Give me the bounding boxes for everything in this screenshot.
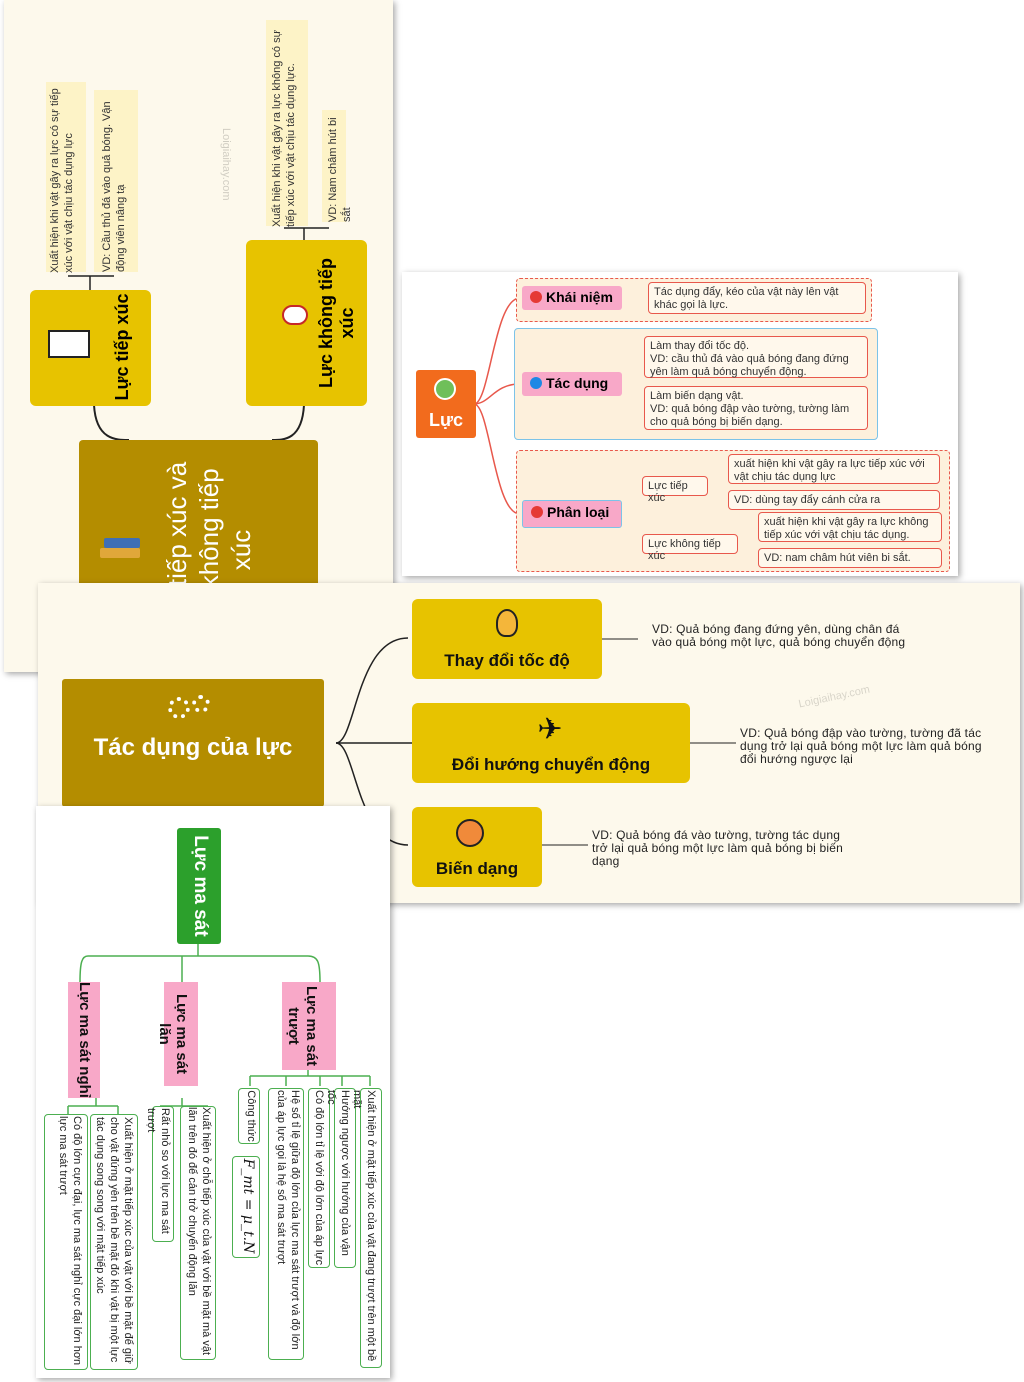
map2-root-label: Lực <box>428 410 464 430</box>
map4-truot-note3: Hướng ngược với hướng của vận tốc <box>325 1090 351 1256</box>
map4-truot-note3-bg <box>334 1088 356 1268</box>
map1-noncontact-label: Lực không tiếp xúc <box>316 257 357 389</box>
map1-contact-note2: VD: Cầu thủ đá vào quả bóng. Vận động vi… <box>101 101 127 272</box>
map-luc-ma-sat: Lực ma sát Lực ma sát nghỉ Lực ma sát lă… <box>36 806 390 1378</box>
map4-formula-label: Công thức <box>245 1090 257 1142</box>
map2-phan-loai-text: Phân loại <box>547 504 610 520</box>
map2-khai-niem-label: Khái niệm <box>522 286 622 310</box>
map2-noncontact-note1: xuất hiện khi vật gây ra lực không tiếp … <box>758 512 942 542</box>
chart-icon <box>48 330 90 358</box>
map1-contact-label: Lực tiếp xúc <box>112 293 132 401</box>
map1-noncontact-note2: VD: Nam châm hút bi sắt <box>327 117 353 222</box>
map4-lan-box <box>164 982 198 1086</box>
airplane-icon: ✈ <box>537 713 563 746</box>
map4-lan-note2: Xuất hiện ở chỗ tiếp xúc của vật với bề … <box>186 1107 212 1355</box>
map4-formula: F_mt = μ_t.N <box>240 1158 256 1254</box>
map2-noncontact-note2: VD: nam châm hút viên bi sắt. <box>758 548 942 568</box>
map4-nghi-note1-bg <box>44 1114 88 1370</box>
map4-nghi-note2: Xuất hiện ở mặt tiếp xúc của vật với bề … <box>94 1117 134 1364</box>
pin-icon <box>530 291 542 303</box>
map2-phan-loai-label: Phân loại <box>522 500 622 528</box>
map-luc: Lực Khái niệm Tác dụng đẩy, kéo của vật … <box>402 272 958 576</box>
map2-contact: Lực tiếp xúc <box>642 476 708 504</box>
map2-khai-niem-note: Tác dụng đẩy, kéo của vật này lên vật kh… <box>648 282 866 314</box>
map1-noncontact-note1-bg <box>266 20 308 226</box>
map4-truot-note1: Hệ số tỉ lệ giữa độ lớn của lực ma sát t… <box>275 1090 301 1350</box>
map4-truot-note4-bg <box>360 1088 382 1368</box>
book-icon <box>100 534 144 562</box>
map4-formula-bg <box>232 1156 260 1258</box>
map4-nghi-note1: Có độ lớn cực đại, lực ma sát nghỉ cực đ… <box>57 1116 83 1366</box>
map2-contact-note1: xuất hiện khi vật gây ra lực tiếp xúc vớ… <box>728 454 940 484</box>
map1-connectors <box>68 227 329 441</box>
map2-tac-dung-text: Tác dụng <box>546 375 609 391</box>
map2-tac-dung-note2: Làm biến dạng vật. VD: quả bóng đập vào … <box>644 386 868 430</box>
map2-khai-niem-text: Khái niệm <box>546 289 613 305</box>
map3-direction-box <box>412 703 690 783</box>
map2-tac-dung-note1: Làm thay đổi tốc độ. VD: cầu thủ đá vào … <box>644 336 868 378</box>
map-contact-noncontact: Lực tiếp xúc và lực không tiếp xúc Lực t… <box>4 0 393 672</box>
map3-speed-label: Thay đổi tốc độ <box>444 651 570 670</box>
globe-icon <box>434 378 456 400</box>
gears-icon <box>168 695 216 721</box>
map4-connectors <box>67 944 371 1114</box>
map1-watermark: Loigiaihay.com <box>220 128 232 201</box>
map3-direction-label: Đổi hướng chuyển động <box>451 755 651 774</box>
map3-connectors <box>335 637 736 846</box>
map3-deform-vd: VD: Quả bóng đá vào tường, tường tác dụn… <box>592 828 844 868</box>
map2-tac-dung-label: Tác dụng <box>522 372 622 396</box>
map4-formula-label-bg <box>238 1088 260 1144</box>
map3-direction-vd: VD: Quả bóng đập vào tường, tường đã tác… <box>740 726 982 766</box>
map2-noncontact: Lực không tiếp xúc <box>642 534 738 562</box>
map2-contact-note2: VD: dùng tay đẩy cánh cửa ra <box>728 490 940 510</box>
map4-lan-label: Lực ma sát lăn <box>156 993 190 1075</box>
map1-contact-note1: Xuất hiện khi vật gây ra lực có sự tiếp … <box>49 88 75 273</box>
ball-icon <box>456 819 484 847</box>
map4-truot-note2-bg <box>308 1088 330 1268</box>
balloon-icon <box>496 609 518 637</box>
map3-speed-vd: VD: Quả bóng đang đứng yên, dùng chân đá… <box>652 622 906 649</box>
map1-contact-note1-bg <box>46 82 86 272</box>
map1-contact-note2-bg <box>94 90 138 272</box>
map4-lan-note2-bg <box>180 1106 216 1360</box>
map1-noncontact-note1: Xuất hiện khi vật gây ra lực không có sự… <box>271 30 297 227</box>
map4-nghi-label: Lực ma sát nghỉ <box>76 982 93 1098</box>
map3-root-label: Tác dụng của lực <box>93 734 293 761</box>
map4-root-label: Lực ma sát <box>190 835 211 937</box>
target-icon <box>531 506 543 518</box>
map1-noncontact-box <box>246 240 367 406</box>
map1-noncontact-note2-bg <box>322 110 346 222</box>
map-tac-dung-cua-luc: Tác dụng của lực Thay đổi tốc độ VD: Quả… <box>38 583 1020 903</box>
map4-nghi-box <box>68 982 100 1098</box>
map4-root-box <box>177 828 221 944</box>
map4-truot-note4: Xuất hiện ở mặt tiếp xúc của vật đang tr… <box>351 1090 377 1362</box>
map4-truot-note1-bg <box>268 1088 304 1360</box>
map3-deform-label: Biến dạng <box>435 859 519 878</box>
map4-truot-note2: Có độ lớn tỉ lệ với độ lớn của áp lực <box>313 1090 325 1266</box>
map4-nghi-note2-bg <box>90 1114 138 1370</box>
map4-lan-note1: Rất nhỏ so với lực ma sát trượt <box>145 1108 171 1234</box>
pencil-icon <box>530 377 542 389</box>
map4-truot-box <box>282 982 336 1070</box>
mouse-icon <box>282 305 308 325</box>
map4-lan-note1-bg <box>152 1106 174 1242</box>
map4-truot-label: Lực ma sát trượt <box>285 985 320 1067</box>
